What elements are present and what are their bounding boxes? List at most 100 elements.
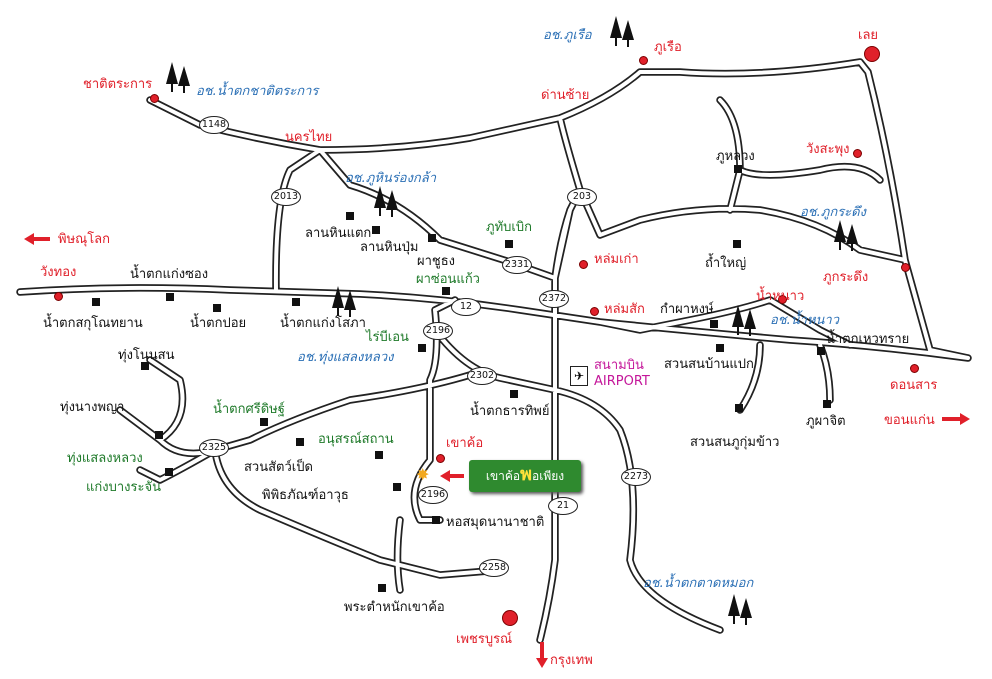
airplane-icon: ✈ — [570, 366, 588, 386]
poi-label: ผาชูธง — [417, 254, 456, 269]
place-label: วังสะพุง — [806, 142, 850, 157]
resort-sign[interactable]: เขาค้อพอเพียง — [469, 460, 581, 492]
attraction-label: ผาซ่อนแก้ว — [416, 272, 480, 287]
park-label: อช.ทุ่งแสลงหลวง — [297, 350, 394, 365]
place-label: เขาค้อ — [446, 436, 484, 451]
poi-label: น้ำตกเหวทราย — [826, 332, 910, 347]
poi-marker — [296, 438, 304, 446]
place-label: น้ำหนาว — [756, 289, 805, 304]
place-label: ภูกระดึง — [823, 270, 869, 285]
poi-marker — [375, 451, 383, 459]
poi-label: ลานหินแตก — [305, 226, 372, 241]
town-marker — [778, 295, 787, 304]
poi-marker — [716, 344, 724, 352]
route-shield: 21 — [548, 497, 578, 515]
route-shield: 2325 — [199, 439, 229, 457]
town-marker — [853, 149, 862, 158]
poi-marker — [141, 362, 149, 370]
tree-icon — [732, 305, 756, 336]
poi-label: น้ำตกแก่งซอง — [130, 267, 209, 282]
park-label: อช.ภูเรือ — [543, 28, 592, 43]
poi-marker — [92, 298, 100, 306]
star-icon: ✸ — [416, 465, 430, 484]
attraction-label: ทุ่งแสลงหลวง — [67, 451, 143, 466]
attraction-label: แก่งบางระจัน — [86, 480, 161, 495]
place-label: วังทอง — [40, 265, 77, 280]
tree-icon — [166, 62, 190, 93]
attraction-label: อนุสรณ์สถาน — [318, 432, 394, 447]
poi-label: กำผาหงษ์ — [660, 302, 714, 317]
tree-icon — [728, 594, 752, 625]
arrow-right-icon — [942, 413, 970, 425]
poi-label: น้ำตกแก่งโสภา — [280, 316, 366, 331]
poi-marker — [505, 240, 513, 248]
poi-marker — [292, 298, 300, 306]
arrow-left-icon — [24, 233, 50, 245]
town-marker — [436, 454, 445, 463]
place-label-loei: เลย — [858, 28, 879, 43]
city-marker — [502, 610, 518, 626]
attraction-label: ภูทับเบิก — [486, 220, 532, 235]
park-label: อช.ภูกระดึง — [800, 205, 866, 220]
poi-marker — [346, 212, 354, 220]
poi-marker — [432, 516, 440, 524]
poi-label: น้ำตกปอย — [190, 316, 247, 331]
poi-marker — [393, 483, 401, 491]
tree-icon — [332, 286, 356, 317]
park-label: อช.น้ำตกชาติตระการ — [196, 84, 319, 99]
poi-label: พิพิธภัณฑ์อาวุธ — [262, 488, 349, 503]
route-shield: 2196 — [423, 322, 453, 340]
poi-marker — [817, 347, 825, 355]
airport-label: สนามบิน — [594, 358, 644, 373]
poi-label: สวนสัตว์เป็ด — [244, 460, 313, 475]
route-shield: 203 — [567, 188, 597, 206]
poi-marker — [155, 431, 163, 439]
arrow-down-icon — [536, 642, 548, 668]
route-shield: 2196 — [418, 486, 448, 504]
poi-label: น้ำตกสกุโณทยาน — [43, 316, 143, 331]
poi-marker — [734, 165, 742, 173]
place-label: เพชรบูรณ์ — [456, 632, 513, 647]
town-marker — [639, 56, 648, 65]
city-marker — [864, 46, 880, 62]
place-label: กรุงเทพ — [550, 653, 593, 668]
place-label: นครไทย — [285, 130, 333, 145]
poi-marker — [710, 320, 718, 328]
route-shield: 1148 — [199, 116, 229, 134]
poi-label: พระตำหนักเขาค้อ — [344, 600, 445, 615]
place-label: ภูเรือ — [654, 40, 682, 55]
poi-marker — [166, 293, 174, 301]
attraction-label: ไร่บีเอน — [366, 330, 409, 345]
tree-icon — [610, 16, 634, 47]
poi-label: ภูหลวง — [716, 149, 755, 164]
town-marker — [901, 263, 910, 272]
poi-marker — [735, 404, 743, 412]
tree-icon — [834, 220, 858, 251]
poi-label: ถ้ำใหญ่ — [705, 256, 747, 271]
poi-label: น้ำตกธารทิพย์ — [470, 404, 550, 419]
route-shield: 2258 — [479, 559, 509, 577]
poi-marker — [213, 304, 221, 312]
route-shield: 2273 — [621, 468, 651, 486]
poi-marker — [510, 390, 518, 398]
poi-marker — [428, 234, 436, 242]
park-label: อช.น้ำตกตาดหมอก — [643, 576, 754, 591]
place-label: หล่มสัก — [604, 302, 645, 317]
poi-label: สวนสนบ้านแปก — [664, 357, 754, 372]
poi-label: ลานหินปุ่ม — [360, 240, 419, 255]
town-marker — [54, 292, 63, 301]
route-shield: 2331 — [502, 256, 532, 274]
park-label: อช.น้ำหนาว — [770, 313, 840, 328]
arrow-left-icon — [440, 470, 464, 482]
place-label: ดอนสาร — [890, 378, 938, 393]
poi-marker — [165, 468, 173, 476]
route-shield: 12 — [451, 298, 481, 316]
route-shield: 2013 — [271, 188, 301, 206]
poi-marker — [372, 226, 380, 234]
poi-label: สวนสนภูกุ่มข้าว — [690, 435, 780, 450]
town-marker — [590, 307, 599, 316]
poi-marker — [418, 344, 426, 352]
poi-label: ทุ่งโนนสน — [118, 348, 175, 363]
route-shield: 2302 — [467, 367, 497, 385]
